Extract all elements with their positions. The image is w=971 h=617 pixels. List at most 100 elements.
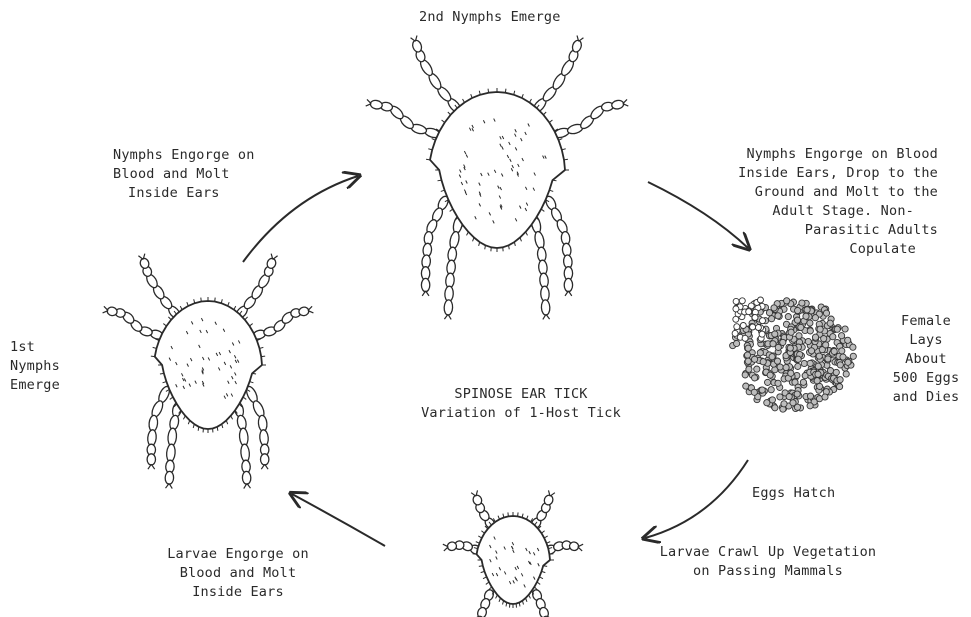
tick-leg-segment	[239, 428, 249, 446]
tick-leg-segment	[534, 231, 546, 250]
tick-bristle	[193, 424, 194, 428]
tick-bristle	[520, 238, 521, 242]
label-eggs-hatch: Eggs Hatch	[752, 484, 835, 503]
egg	[760, 318, 766, 324]
tick-bristle	[198, 427, 199, 431]
egg	[732, 330, 738, 336]
egg	[796, 333, 802, 339]
egg	[758, 297, 764, 303]
tick-bristle	[542, 571, 546, 572]
egg	[837, 384, 843, 390]
egg	[739, 298, 745, 304]
egg	[777, 364, 783, 370]
egg	[770, 341, 776, 347]
second-nymph-tick-illustration	[366, 36, 629, 320]
egg	[795, 356, 801, 362]
tick-bristle	[441, 190, 445, 191]
egg	[839, 348, 845, 354]
egg	[807, 360, 813, 366]
tick-bristle	[160, 373, 164, 374]
tick-leg-segment	[370, 99, 383, 110]
egg	[815, 371, 821, 377]
egg	[785, 314, 791, 320]
tick-leg-segment	[167, 428, 177, 446]
egg	[784, 298, 790, 304]
egg	[787, 345, 793, 351]
egg	[788, 329, 794, 335]
tick-bristle	[539, 577, 543, 579]
tick-claw	[444, 314, 451, 319]
egg	[805, 338, 811, 344]
label-second-nymphs-emerge: 2nd Nymphs Emerge	[419, 8, 561, 27]
egg	[752, 375, 758, 381]
tick-claw	[271, 254, 277, 260]
egg	[825, 356, 831, 362]
label-first-nymphs-emerge: 1st Nymphs Emerge	[10, 338, 60, 395]
first-nymph-tick-illustration	[103, 254, 314, 489]
tick-bristle	[473, 554, 477, 555]
tick-bristle	[252, 373, 256, 374]
egg	[767, 372, 773, 378]
egg	[740, 323, 746, 329]
egg	[765, 379, 771, 385]
tick-claw	[543, 314, 550, 319]
egg	[774, 358, 780, 364]
tick-bristle	[217, 427, 218, 431]
egg	[842, 326, 848, 332]
tick-bristle	[163, 382, 167, 383]
egg	[833, 369, 839, 375]
egg	[775, 380, 781, 386]
tick-bristle	[471, 94, 472, 98]
tick-leg-segment	[166, 444, 176, 462]
egg	[751, 389, 757, 395]
tick-bristle	[526, 598, 527, 602]
tick-leg-segment	[147, 454, 155, 465]
tick-body	[430, 92, 565, 248]
egg	[769, 354, 775, 360]
tick-bristle	[499, 598, 500, 602]
egg	[794, 317, 800, 323]
egg	[752, 356, 758, 362]
label-female-lays-eggs: Female Lays About 500 Eggs and Dies	[882, 312, 970, 407]
label-larvae-crawl: Larvae Crawl Up Vegetation on Passing Ma…	[628, 543, 908, 581]
label-nymphs-engorge-right: Nymphs Engorge on Blood Inside Ears, Dro…	[696, 145, 938, 259]
tick-bristle	[522, 601, 523, 605]
tick-leg-segment	[541, 300, 550, 316]
tick-bristle	[245, 317, 248, 320]
tick-bristle	[527, 516, 528, 520]
tick-bristle	[438, 180, 442, 181]
tick-bristle	[529, 595, 531, 599]
egg	[807, 393, 813, 399]
egg	[843, 371, 849, 377]
egg	[759, 387, 765, 393]
tick-bristle	[537, 582, 540, 584]
tick-bristle	[544, 536, 547, 538]
egg	[769, 316, 775, 322]
tick-bristle	[261, 356, 265, 357]
tick-claw	[422, 291, 429, 296]
egg	[783, 364, 789, 370]
tick-leg-segment	[261, 454, 269, 465]
tick-bristle	[222, 424, 223, 428]
tick-bristle	[231, 416, 233, 420]
egg	[786, 394, 792, 400]
egg	[808, 348, 814, 354]
tick-body	[155, 301, 262, 429]
tick-bristle	[541, 209, 544, 211]
tick-bristle	[549, 554, 553, 555]
tick-leg-segment	[611, 99, 624, 110]
tick-bristle	[163, 324, 166, 326]
egg	[733, 298, 739, 304]
tick-bristle	[180, 306, 182, 310]
tick-bristle	[448, 112, 451, 115]
tick-bristle	[481, 571, 485, 572]
egg	[817, 326, 823, 332]
tick-claw	[138, 254, 144, 260]
tick-leg-segment	[449, 231, 461, 250]
egg	[771, 305, 777, 311]
egg	[788, 370, 794, 376]
tick-bristle	[543, 112, 546, 115]
tick-bristle	[183, 416, 185, 420]
egg	[772, 405, 778, 411]
